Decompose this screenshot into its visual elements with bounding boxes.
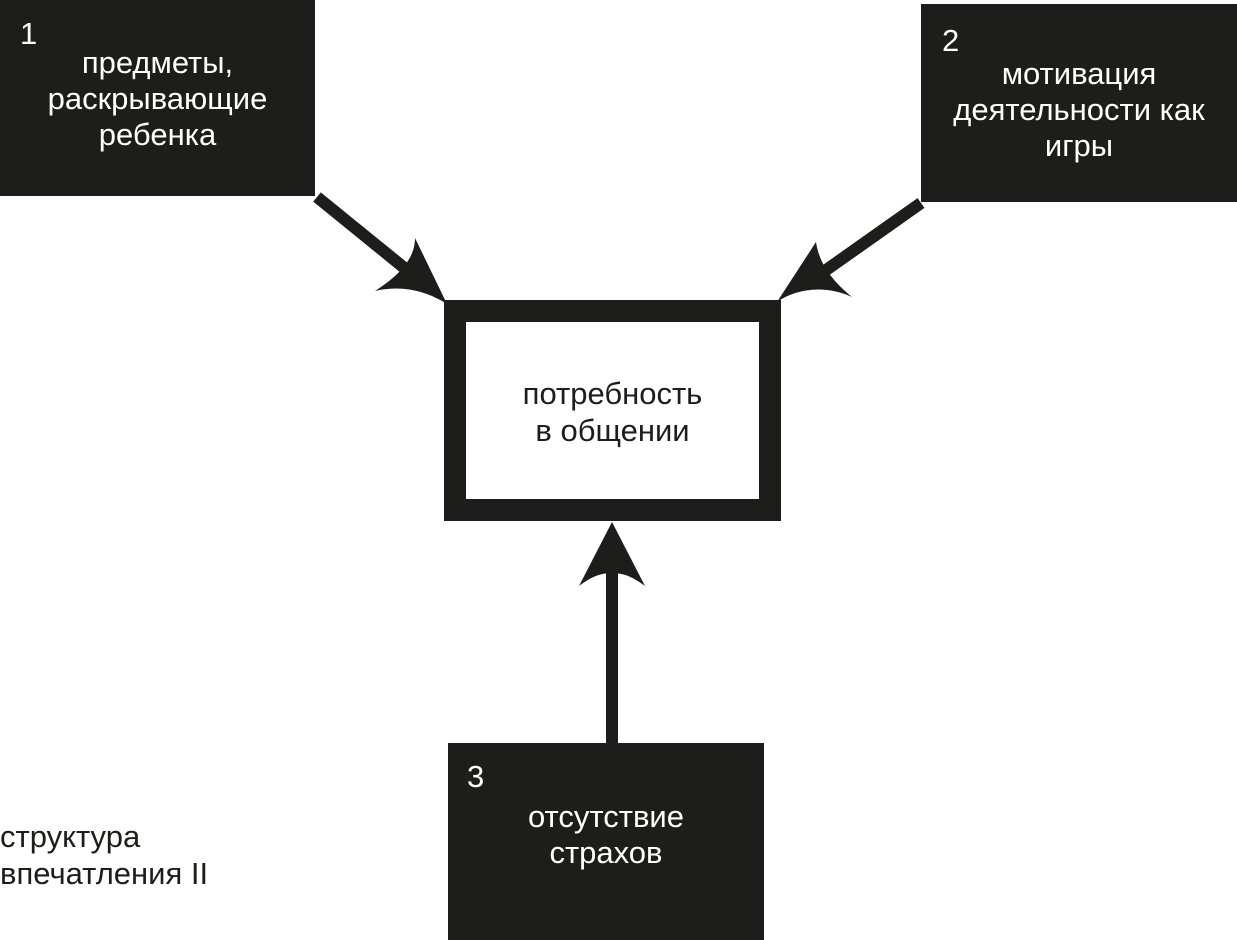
factor-number-2: 2 [942,23,960,58]
factor-label-2: мотивация деятельности как игры [953,56,1205,163]
arrow-1 [313,192,447,304]
factor-box-2: 2 мотивация деятельности как игры [921,4,1237,202]
arrow-3 [579,522,645,743]
central-need-box: потребность в общении [444,300,781,521]
factor-number-1: 1 [20,16,38,51]
factor-number-3: 3 [467,759,485,794]
factor-box-3: 3 отсутствие страхов [448,743,764,940]
central-need-label: потребность в общении [522,376,703,448]
arrow-2 [777,198,925,302]
factor-label-1: предметы, раскрывающие ребенка [47,45,268,152]
factor-label-3: отсутствие страхов [528,799,684,870]
factor-box-1: 1 предметы, раскрывающие ребенка [0,0,315,196]
diagram-caption: структура впечатления II [0,819,209,891]
